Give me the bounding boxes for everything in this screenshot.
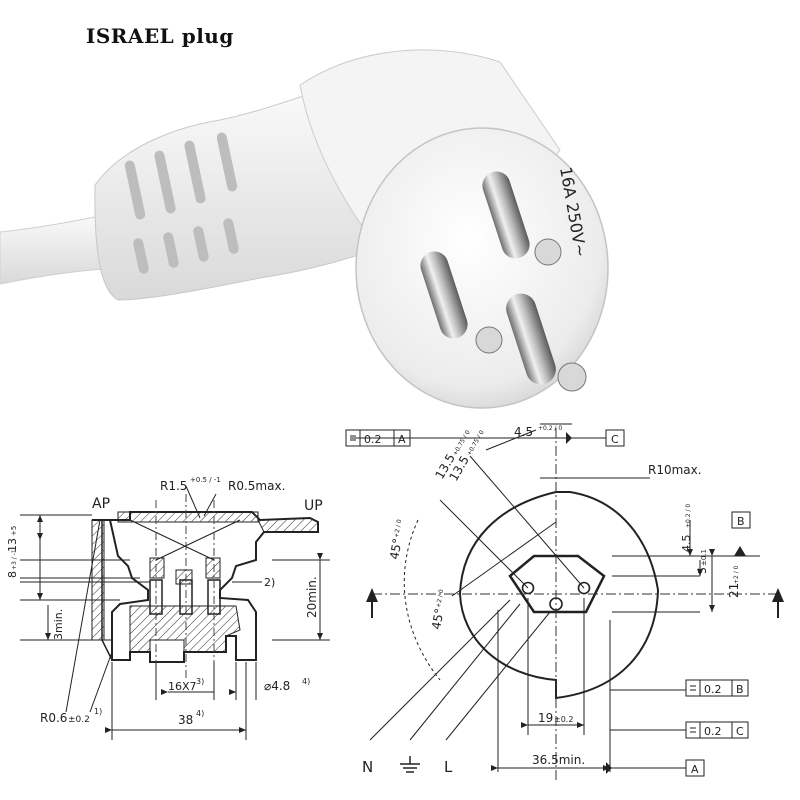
datum-triangle-bottom — [606, 762, 612, 774]
svg-text:A: A — [398, 433, 406, 446]
svg-text:0.2: 0.2 — [364, 433, 382, 446]
label-d8: 8 — [6, 571, 19, 578]
grip-grooves — [124, 132, 239, 274]
hatch-top-plate — [117, 511, 259, 523]
label-d20: 20min. — [305, 576, 319, 618]
plug-photo: 16A 250V~ — [0, 49, 609, 409]
hatch-left-wall — [91, 519, 105, 641]
face-outline — [458, 491, 660, 700]
svg-text:0.2: 0.2 — [704, 683, 722, 696]
datum-box-b: B — [731, 511, 751, 529]
label-ap: AP — [92, 496, 110, 512]
label-r05: R0.5max. — [228, 479, 285, 493]
label-d45-right-tol: +0.2 / 0 — [685, 504, 692, 528]
label-r06-note: 1) — [94, 707, 102, 716]
svg-text:C: C — [736, 725, 744, 738]
label-d45-top: 4.5 — [514, 425, 533, 439]
label-d19: 19 — [538, 711, 553, 725]
hole-left — [521, 581, 535, 595]
socket-hexagon — [508, 554, 606, 614]
label-d8-tol: +3 / -1 — [11, 549, 18, 570]
label-d13-tol: +5 — [10, 526, 18, 536]
svg-text:A: A — [691, 763, 699, 776]
section-arrow-right — [772, 588, 784, 602]
label-r10: R10max. — [648, 463, 702, 477]
datum-triangle-right — [734, 546, 746, 556]
right-face-view-drawing: 0.2 A C B 0.2 B 0.2 C — [345, 423, 784, 780]
label-d13: 13 — [6, 538, 19, 552]
label-d16-note: 3) — [196, 677, 204, 686]
label-a45a-tol: +2 / 0 — [393, 519, 403, 539]
pin-top — [482, 171, 530, 259]
page-title: ISRAEL plug — [86, 24, 234, 48]
label-r15: R1.5 — [160, 479, 187, 493]
label-d5: 5 — [696, 567, 709, 574]
plug-pins — [420, 171, 587, 392]
label-pin-n: N — [362, 758, 373, 776]
label-a45b: 45° — [429, 607, 446, 630]
label-d38: 38 — [178, 713, 193, 727]
label-a45b-tol: +2 / 0 — [435, 589, 445, 609]
label-d38-note: 4) — [196, 709, 204, 718]
datum-box-a: A — [685, 759, 705, 777]
section-arrow-left — [366, 588, 378, 602]
tolerance-frame-c: 0.2 C — [685, 721, 749, 739]
label-a45a: 45° — [387, 537, 404, 560]
label-d48-note: 4) — [302, 677, 310, 686]
label-d3: 3min. — [52, 609, 65, 640]
label-note2: 2) — [264, 576, 275, 589]
label-d48: ⌀4.8 — [264, 679, 290, 693]
svg-text:B: B — [737, 515, 745, 528]
tolerance-frame-top-left: 0.2 A — [345, 429, 411, 447]
pin-left — [420, 251, 468, 339]
label-d21: 21 — [727, 583, 741, 598]
datum-box-c: C — [605, 429, 625, 447]
svg-text:B: B — [736, 683, 744, 696]
earth-icon — [400, 756, 420, 773]
label-up: UP — [304, 498, 323, 514]
label-r06: R0.6 — [40, 711, 67, 725]
label-d16: 16X7 — [168, 680, 197, 693]
datum-triangle-top — [566, 432, 572, 444]
label-pin-l: L — [444, 758, 453, 776]
label-d365: 36.5min. — [532, 753, 585, 767]
label-d45-right: 4.5 — [680, 535, 693, 553]
hatch-lower-block — [129, 605, 241, 653]
tolerance-frame-b: 0.2 B — [685, 679, 749, 697]
svg-text:0.2: 0.2 — [704, 725, 722, 738]
label-d45-top-tol: +0.2 / 0 — [538, 425, 562, 432]
hatch-up-lip — [257, 517, 319, 533]
label-r06-tol: ±0.2 — [68, 715, 90, 725]
pin-bottom — [506, 293, 556, 385]
label-r15-tol: +0.5 / -1 — [190, 476, 221, 484]
left-cross-section-drawing: AP UP R1.5 +0.5 / -1 R0.5max. 13 +5 8 +3… — [6, 476, 330, 740]
label-d19-tol: ±0.2 — [554, 715, 573, 724]
label-d21-tol: +2 / 0 — [733, 565, 740, 584]
svg-text:C: C — [611, 433, 619, 446]
label-d5-tol: ±0.1 — [700, 549, 708, 566]
